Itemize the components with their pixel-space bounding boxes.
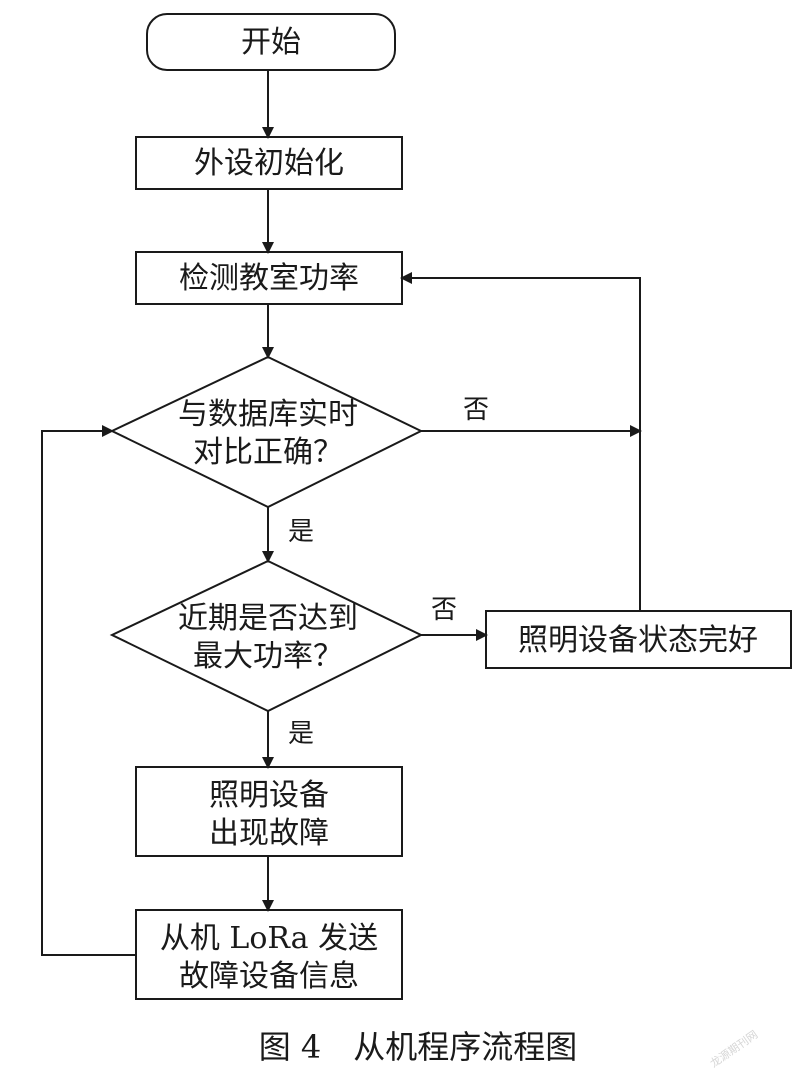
start-terminal bbox=[146, 13, 396, 71]
detect-power-label: 检测教室功率 bbox=[179, 261, 359, 296]
fault-label-line1: 照明设备 bbox=[209, 778, 329, 813]
device-good-process bbox=[485, 610, 792, 669]
max-power-label-line2: 最大功率？ bbox=[193, 639, 343, 674]
max-power-decision bbox=[109, 559, 424, 713]
compare-no-label: 否 bbox=[463, 395, 489, 425]
max-power-label-line1: 近期是否达到 bbox=[178, 601, 358, 636]
init-process bbox=[135, 136, 403, 190]
figure-caption: 图 4 从机程序流程图 bbox=[259, 1028, 578, 1066]
fault-process bbox=[135, 766, 403, 857]
init-label: 外设初始化 bbox=[194, 146, 344, 181]
compare-yes-label: 是 bbox=[288, 517, 314, 547]
compare-label-line1: 与数据库实时 bbox=[178, 397, 358, 432]
compare-label-line2: 对比正确？ bbox=[193, 435, 343, 470]
compare-decision bbox=[109, 355, 424, 509]
edge-send-loop-to-compare bbox=[41, 425, 136, 956]
lora-send-label-line1: 从机 LoRa 发送 bbox=[160, 921, 378, 956]
edge-good-loop-to-detect bbox=[400, 272, 641, 611]
max-power-yes-label: 是 bbox=[288, 719, 314, 749]
lora-send-label-line2: 故障设备信息 bbox=[179, 959, 359, 994]
watermark: 龙源期刊网 bbox=[707, 1027, 760, 1070]
lora-send-process bbox=[135, 909, 403, 1000]
start-label: 开始 bbox=[241, 25, 301, 60]
max-power-no-label: 否 bbox=[431, 595, 457, 625]
fault-label-line2: 出现故障 bbox=[209, 816, 329, 851]
device-good-label: 照明设备状态完好 bbox=[518, 623, 758, 658]
